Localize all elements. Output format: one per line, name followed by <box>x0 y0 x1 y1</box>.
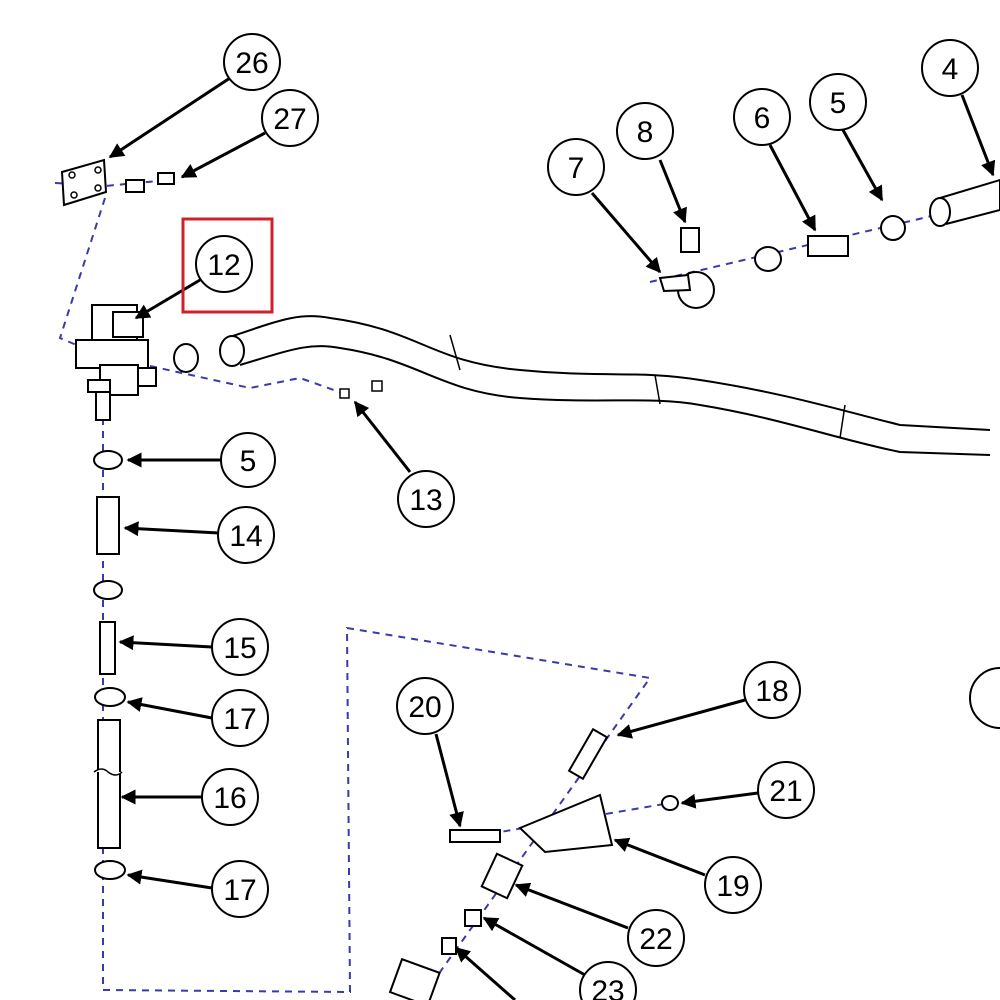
svg-text:13: 13 <box>409 484 442 517</box>
callout-22[interactable]: 22 <box>627 909 685 967</box>
callout-17-upper[interactable]: 17 <box>211 689 269 747</box>
svg-text:16: 16 <box>213 782 246 815</box>
callout-23[interactable]: 23 <box>579 961 637 1000</box>
callout-16[interactable]: 16 <box>201 768 259 826</box>
svg-text:23: 23 <box>591 975 624 1000</box>
svg-text:26: 26 <box>235 47 268 80</box>
highlight-box-12 <box>181 217 274 314</box>
callout-5-top[interactable]: 5 <box>809 73 867 131</box>
svg-text:6: 6 <box>754 102 771 135</box>
svg-text:19: 19 <box>716 870 749 903</box>
callout-4[interactable]: 4 <box>921 39 979 97</box>
assembly-lines <box>54 179 1000 1000</box>
svg-text:27: 27 <box>273 103 306 136</box>
callout-13[interactable]: 13 <box>397 470 455 528</box>
svg-text:5: 5 <box>830 87 847 120</box>
mounting-bracket <box>60 158 175 207</box>
sensor-18 <box>567 727 609 781</box>
svg-text:17: 17 <box>223 703 256 736</box>
callout-5-left[interactable]: 5 <box>220 432 276 488</box>
callout-26[interactable]: 26 <box>223 33 281 91</box>
callout-15[interactable]: 15 <box>211 618 269 676</box>
svg-text:18: 18 <box>755 675 788 708</box>
svg-text:20: 20 <box>408 691 441 724</box>
vertical-parts-stack <box>93 450 126 880</box>
svg-text:15: 15 <box>223 632 256 665</box>
bracket-19 <box>518 793 614 854</box>
callout-12[interactable]: 12 <box>195 235 253 293</box>
upper-fittings <box>658 215 906 309</box>
nut-21 <box>661 795 679 811</box>
bolt-20 <box>449 829 501 843</box>
callout-14[interactable]: 14 <box>217 506 275 564</box>
callout-17-lower[interactable]: 17 <box>211 860 269 918</box>
svg-text:21: 21 <box>769 775 802 808</box>
svg-text:7: 7 <box>568 152 585 185</box>
svg-text:5: 5 <box>240 445 257 478</box>
callout-6[interactable]: 6 <box>733 88 791 146</box>
main-hose <box>219 315 991 456</box>
fitting-6 <box>807 235 849 257</box>
callout-19[interactable]: 19 <box>704 856 762 914</box>
tube-16 <box>97 719 121 849</box>
barb-fitting-15 <box>99 621 116 675</box>
callout-7[interactable]: 7 <box>547 138 605 196</box>
clamp-17-lower <box>94 860 126 880</box>
partial-callout-edge <box>969 667 1000 729</box>
clamp-5-lower <box>93 450 123 470</box>
screws-13 <box>339 380 383 399</box>
assembly-line-fitting <box>464 802 671 839</box>
callout-21[interactable]: 21 <box>757 761 815 819</box>
upper-hose <box>929 178 1000 227</box>
lower-fittings <box>388 727 679 1000</box>
callout-18[interactable]: 18 <box>743 661 801 719</box>
svg-text:14: 14 <box>229 520 262 553</box>
clamp-17-upper <box>94 687 126 707</box>
fitting-23 <box>464 909 482 927</box>
valve-assembly <box>75 304 199 421</box>
callout-27[interactable]: 27 <box>261 89 319 147</box>
hose-14 <box>96 496 120 555</box>
assembly-line-box <box>102 626 652 1000</box>
clamp-upper <box>93 580 123 600</box>
leader-arrows <box>108 76 996 1000</box>
svg-text:22: 22 <box>639 923 672 956</box>
callout-8[interactable]: 8 <box>616 102 674 160</box>
svg-text:12: 12 <box>207 249 240 282</box>
svg-text:8: 8 <box>637 116 654 149</box>
fitting-22 <box>480 852 524 900</box>
svg-text:17: 17 <box>223 874 256 907</box>
svg-text:4: 4 <box>942 53 959 86</box>
bolt-8 <box>680 227 700 253</box>
callouts: 26 27 12 4 5 6 7 8 <box>195 33 979 1000</box>
callout-20[interactable]: 20 <box>396 677 454 735</box>
